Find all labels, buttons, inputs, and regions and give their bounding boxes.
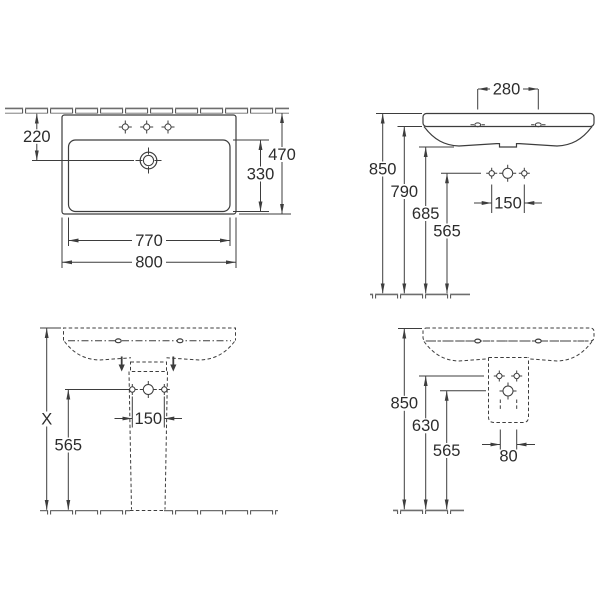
dim-fixing-height: 565 [431, 172, 481, 294]
dim-upper-fixing-height: 630 [409, 375, 484, 510]
mounting-hole-icon [518, 167, 530, 179]
drain-icon [135, 147, 162, 174]
dim-underside-height: 790 [388, 126, 422, 294]
dim-label-80: 80 [499, 448, 517, 466]
dim-rim-height: 850 [388, 328, 422, 510]
basin-hidden-outline [422, 327, 595, 342]
dim-label-330: 330 [247, 165, 275, 183]
pedestal-view: X 565 150 [38, 327, 278, 515]
assembly-arrow-icon [170, 356, 177, 372]
mounting-hole-icon [493, 370, 505, 382]
faucet-hole-icon [161, 120, 175, 134]
dim-label-790: 790 [391, 183, 419, 201]
plan-view: 220 470 330 770 800 [5, 107, 298, 272]
semi-pedestal-hidden-outline [488, 357, 529, 423]
fixing-hole-icon [534, 338, 542, 344]
dim-fixing-height: 565 [52, 389, 127, 511]
mounting-hole-icon [511, 370, 523, 382]
dim-label-150: 150 [135, 410, 163, 428]
outlet-hidden-lines [499, 399, 518, 410]
dim-label-800: 800 [135, 254, 163, 272]
dim-label-X: X [41, 410, 52, 428]
dim-total-depth: 470 [239, 113, 298, 215]
fixing-hole-icon [176, 338, 184, 344]
basin-hidden-outline [63, 327, 236, 341]
mounting-hole-icon [486, 167, 498, 179]
dim-bowl-width: 770 [68, 217, 231, 250]
mounting-hole-icon [158, 384, 170, 395]
basin-underside-outline [423, 126, 593, 148]
mounting-hole-icon [499, 164, 517, 182]
dim-trap-height: 685 [409, 146, 454, 294]
pedestal-junction-hidden [130, 361, 167, 372]
fixing-hole-icon [470, 122, 485, 128]
basin-rim-outline [422, 112, 595, 128]
faucet-hole-icon [140, 120, 154, 134]
assembly-arrow-icon [118, 356, 125, 372]
basin-bowl-outline [67, 139, 231, 213]
dim-wall-to-drain: 220 [21, 113, 52, 161]
dim-label-220: 220 [23, 128, 51, 146]
mounting-hole-icon [139, 381, 157, 398]
front-view: 280 150 850 790 685 [366, 80, 595, 299]
dim-label-850: 850 [391, 395, 419, 413]
dim-label-685: 685 [412, 205, 440, 223]
fixing-hole-icon [474, 338, 482, 344]
mounting-hole-icon [126, 384, 138, 395]
faucet-hole-icon [118, 120, 132, 134]
dim-label-565: 565 [55, 436, 83, 454]
semi-pedestal-view: 850 630 565 80 [388, 327, 595, 514]
basin-underside-hidden [423, 341, 593, 362]
dim-lower-fixing-height: 565 [430, 390, 486, 510]
dim-fixing-hole-spacing: 150 [114, 396, 182, 428]
dim-label-470: 470 [268, 146, 296, 164]
fixing-hole-icon [114, 338, 122, 344]
wall-hatch [5, 107, 289, 114]
dim-label-770: 770 [135, 232, 163, 250]
dim-label-280: 280 [493, 80, 521, 98]
dim-bowl-depth: 330 [233, 139, 277, 212]
dim-label-850: 850 [369, 160, 397, 178]
fixing-hole-icon [531, 122, 546, 128]
basin-outer-outline [61, 114, 237, 215]
dim-total-width: 800 [61, 217, 237, 272]
dim-tap-hole-spacing: 280 [477, 80, 539, 110]
floor-hatch [370, 293, 470, 299]
dim-outlet-hole-spacing: 80 [482, 429, 535, 466]
pedestal-hidden-outline [128, 371, 168, 510]
dim-label-630: 630 [412, 417, 440, 435]
dim-rim-height: X [38, 327, 61, 511]
mounting-hole-icon [499, 382, 517, 400]
basin-underside-hidden [64, 341, 235, 361]
dim-label-565: 565 [433, 442, 461, 460]
dim-rim-height: 850 [366, 113, 422, 294]
dim-label-565: 565 [433, 222, 461, 240]
dim-fixing-hole-spacing: 150 [474, 184, 542, 213]
dim-label-150: 150 [494, 194, 522, 212]
floor-hatch [40, 510, 278, 515]
floor-hatch [393, 509, 464, 514]
